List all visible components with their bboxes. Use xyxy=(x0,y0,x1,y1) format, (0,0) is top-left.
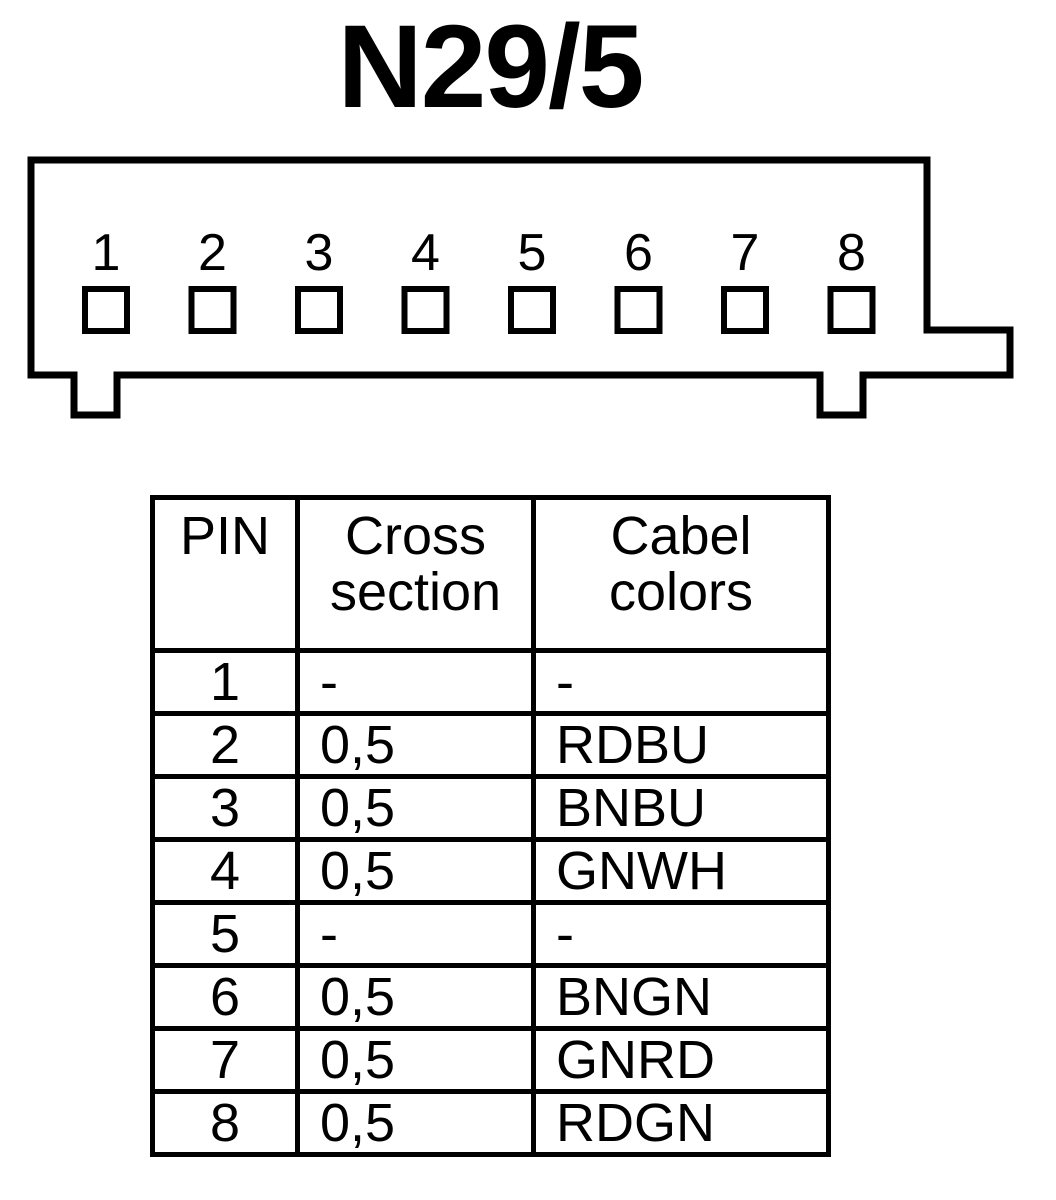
pin-number-label: 4 xyxy=(411,224,440,282)
cross-section-cell: 0,5 xyxy=(295,1089,536,1157)
pin-contact-square xyxy=(827,286,876,334)
pin-contact-square xyxy=(82,286,130,334)
header-cross-section-line2: section xyxy=(329,562,502,622)
header-cable-colors: Cabel colors xyxy=(531,495,831,653)
header-pin-label: PIN xyxy=(179,506,271,566)
pin-cell: 1 xyxy=(150,648,300,716)
pin-cell: 7 xyxy=(150,1026,300,1094)
cable-color-cell: GNWH xyxy=(531,837,831,905)
cross-section-cell: 0,5 xyxy=(295,963,536,1031)
pin-number-label: 7 xyxy=(731,224,760,282)
cross-section-cell: - xyxy=(295,900,536,968)
header-cable-colors-line2: colors xyxy=(608,562,754,622)
cross-section-cell: 0,5 xyxy=(295,711,536,779)
header-cross-section: Cross section xyxy=(295,495,536,653)
table-row: 1-- xyxy=(150,648,831,716)
cross-section-cell: 0,5 xyxy=(295,1026,536,1094)
pin-number-label: 1 xyxy=(92,224,121,282)
pin-number-label: 6 xyxy=(624,224,653,282)
pins-group: 1 2 3 4 5 6 7 8 xyxy=(82,224,876,334)
pin-cell: 8 xyxy=(150,1089,300,1157)
connector-title: N29/5 xyxy=(337,1,645,133)
pin-contact-square xyxy=(614,286,663,334)
header-cable-colors-line1: Cabel xyxy=(610,506,752,566)
connector-diagram: 1 2 3 4 5 6 7 8 xyxy=(27,156,1014,419)
pin-cell: 3 xyxy=(150,774,300,842)
cable-color-cell: RDBU xyxy=(531,711,831,779)
cable-color-cell: RDGN xyxy=(531,1089,831,1157)
cross-section-cell: 0,5 xyxy=(295,837,536,905)
pin-number-label: 3 xyxy=(305,224,334,282)
pin-number-label: 8 xyxy=(837,224,866,282)
pin-number-label: 2 xyxy=(198,224,227,282)
pin-cell: 5 xyxy=(150,900,300,968)
table-header-row: PIN Cross section Cabel colors xyxy=(150,495,831,653)
connector-housing-outline xyxy=(27,156,1014,419)
cable-color-cell: BNBU xyxy=(531,774,831,842)
cross-section-cell: - xyxy=(295,648,536,716)
pin-cell: 2 xyxy=(150,711,300,779)
pin-contact-square xyxy=(295,286,343,334)
pin-cell: 6 xyxy=(150,963,300,1031)
pin-contact-square xyxy=(401,286,450,334)
cable-color-cell: GNRD xyxy=(531,1026,831,1094)
header-pin: PIN xyxy=(150,495,300,653)
pin-contact-square xyxy=(188,286,237,334)
cable-color-cell: - xyxy=(531,648,831,716)
header-cross-section-line1: Cross xyxy=(344,506,486,566)
pin-contact-square xyxy=(721,286,769,334)
pin-number-label: 5 xyxy=(518,224,547,282)
pin-contact-square xyxy=(508,286,556,334)
table-row: 5-- xyxy=(150,900,831,968)
cable-color-cell: - xyxy=(531,900,831,968)
cross-section-cell: 0,5 xyxy=(295,774,536,842)
cable-color-cell: BNGN xyxy=(531,963,831,1031)
pin-cell: 4 xyxy=(150,837,300,905)
